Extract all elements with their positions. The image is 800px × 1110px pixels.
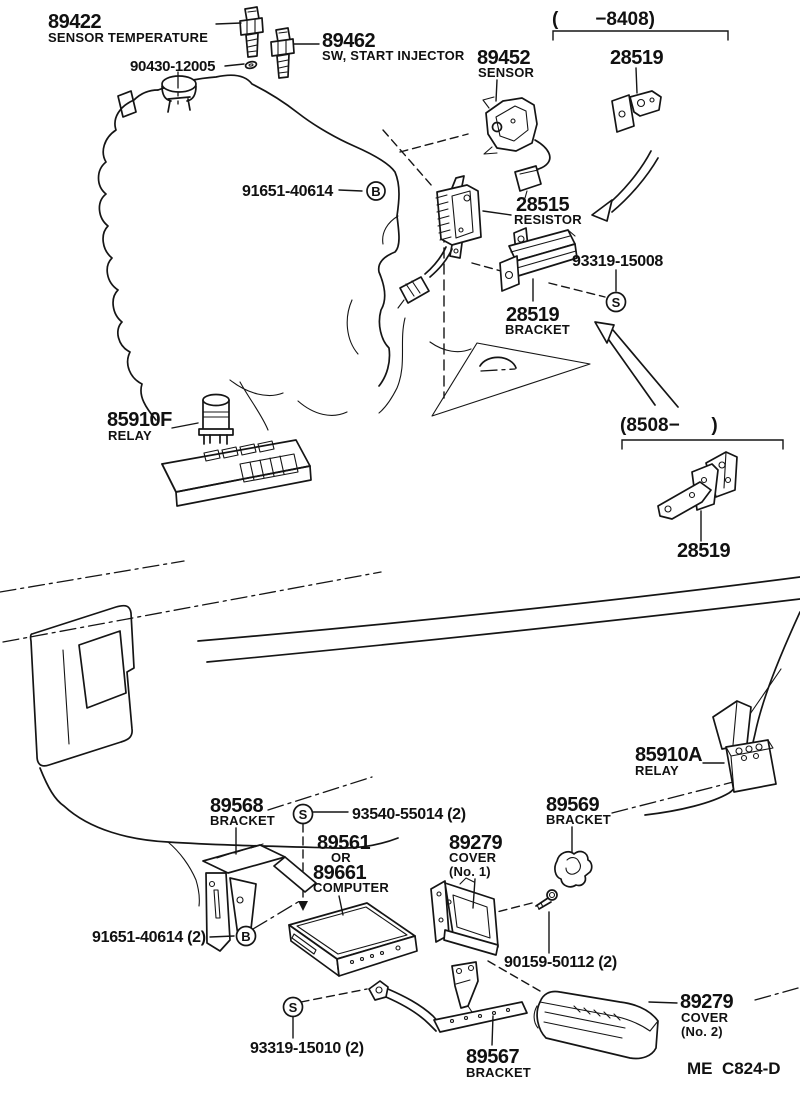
- part-number-90430-12005: 90430-12005: [130, 58, 215, 75]
- part-number-89279-no1: 89279: [449, 832, 502, 854]
- date-range-late: (8508− ): [620, 415, 718, 436]
- part-number-85910A: 85910A: [635, 744, 702, 766]
- bolt-symbol-resistor: B: [366, 181, 386, 201]
- range-early-bracket: [552, 30, 729, 41]
- part-number-28519-late: 28519: [677, 540, 730, 562]
- part-number-89422: 89422: [48, 11, 101, 33]
- resistor-icon: [397, 175, 482, 309]
- part-number-89279-no2: 89279: [680, 991, 733, 1013]
- bracket-89567-icon: [368, 961, 528, 1033]
- part-name-bracket-lower: BRACKET: [466, 1065, 531, 1080]
- fastener-symbols: B S S B S: [235, 181, 627, 1018]
- sensor-89452-icon: [482, 96, 551, 199]
- part-number-89661: 89661: [313, 862, 366, 884]
- engine-art: [97, 71, 591, 431]
- part-number-85910F: 85910F: [107, 409, 172, 431]
- bracket-early-icon: [611, 90, 662, 133]
- part-name-bracket-side: BRACKET: [546, 812, 611, 827]
- screw-symbol-letter: S: [612, 295, 621, 310]
- gasket-ring-icon: [244, 60, 258, 70]
- part-name-sensor: SENSOR: [478, 65, 535, 80]
- part-number-93319-15008: 93319-15008: [572, 253, 663, 270]
- part-number-93319-15010: 93319-15010 (2): [250, 1040, 364, 1057]
- bolt-symbol-letter: B: [371, 184, 380, 199]
- bolt-symbol-letter: B: [241, 929, 250, 944]
- part-number-89567: 89567: [466, 1046, 519, 1068]
- part-name-bracket-resistor: BRACKET: [505, 322, 570, 337]
- part-name-relay-a: RELAY: [635, 763, 679, 778]
- part-name-resistor: RESISTOR: [514, 212, 582, 227]
- radiator-cap-icon: [117, 71, 197, 118]
- cover-no2-icon: [533, 990, 659, 1060]
- part-number-89561: 89561: [317, 832, 370, 854]
- locator-lines: [252, 129, 799, 1003]
- fuse-box-icon: [161, 439, 312, 507]
- relay-a-icon: [712, 700, 777, 793]
- screw-symbol-bracket: S: [605, 291, 627, 313]
- drawing-code: ME C824-D: [687, 1059, 781, 1078]
- bracket-89569-icon: [554, 850, 593, 888]
- part-number-91651-40614-2: 91651-40614 (2): [92, 929, 206, 946]
- part-number-90159-50112: 90159-50112 (2): [504, 954, 617, 971]
- part-number-28519-early: 28519: [610, 47, 663, 69]
- screw-symbol-letter: S: [299, 807, 308, 822]
- part-number-28515: 28515: [516, 194, 569, 216]
- part-name-bracket-upper: BRACKET: [210, 813, 275, 828]
- computer-icon: [288, 902, 418, 977]
- screw-symbol-letter: S: [289, 1000, 298, 1015]
- bracket-resistor-icon: [499, 227, 578, 292]
- relay-efi-icon: [198, 393, 234, 445]
- temperature-sensor-icon: [239, 6, 264, 58]
- labels: 89422 SENSOR TEMPERATURE 90430-12005 894…: [48, 9, 781, 1080]
- part-number-89569: 89569: [546, 794, 599, 816]
- bracket-late-icon: [657, 451, 738, 520]
- part-name-sensor-temperature: SENSOR TEMPERATURE: [48, 30, 208, 45]
- screw-symbol-computer: S: [292, 803, 314, 825]
- part-name-sw-start-injector: SW, START INJECTOR: [322, 48, 465, 63]
- leader-lines: [171, 22, 784, 1046]
- bolt-symbol-computer: B: [235, 925, 257, 947]
- dashboard-art: [0, 560, 800, 907]
- date-range-early: ( −8408): [552, 9, 655, 30]
- part-name-relay-efi: RELAY: [108, 428, 152, 443]
- computer-or-label: OR: [331, 850, 351, 865]
- start-injector-switch-icon: [270, 27, 295, 79]
- distributor-dome: [479, 356, 517, 369]
- screw-symbol-lower: S: [282, 996, 304, 1018]
- part-note-cover-no2: (No. 2): [681, 1024, 723, 1039]
- cowl-triangle: [431, 342, 591, 417]
- part-name-computer: COMPUTER: [313, 880, 389, 895]
- arrow-up-left: [594, 321, 679, 408]
- arrow-down-left: [591, 150, 659, 222]
- part-number-89452: 89452: [477, 47, 530, 69]
- part-number-93540-55014: 93540-55014 (2): [352, 806, 466, 823]
- part-note-cover-no1: (No. 1): [449, 864, 491, 879]
- part-number-28519-bracket: 28519: [506, 304, 559, 326]
- part-name-cover-no1: COVER: [449, 850, 497, 865]
- part-name-cover-no2: COVER: [681, 1010, 729, 1025]
- bolt-icon: [535, 889, 558, 910]
- part-number-89568: 89568: [210, 795, 263, 817]
- cover-no1-icon: [430, 877, 499, 956]
- part-number-91651-40614: 91651-40614: [242, 183, 333, 200]
- range-late-bracket: [621, 439, 784, 450]
- part-number-89462: 89462: [322, 30, 375, 52]
